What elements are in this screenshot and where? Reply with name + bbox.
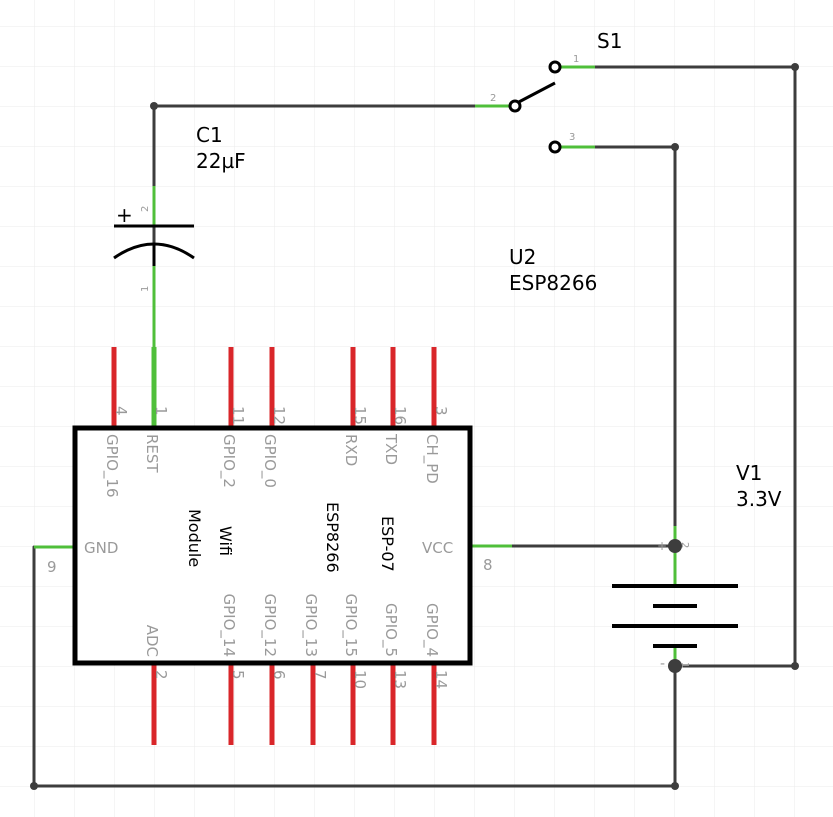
junction-dot: [150, 102, 158, 110]
s1-contact-3: [548, 140, 562, 154]
u2-pin-name-rxd: RXD: [342, 434, 360, 466]
v1-pin1-number: 1: [679, 662, 690, 668]
u2-pin-name-gpio-0: GPIO_0: [260, 434, 279, 488]
c1-value-label: 22µF: [196, 149, 246, 173]
u2-pin-name-gnd: GND: [84, 539, 118, 557]
u2-body-wifi: Wifi: [216, 526, 235, 556]
battery-v1[interactable]: + - 2 1 V1 3.3V: [612, 461, 782, 686]
c1-pin2-number: 2: [140, 206, 151, 212]
capacitor-c1[interactable]: + 2 1 C1 22µF: [113, 123, 246, 347]
s1-contact-1: [548, 60, 562, 74]
u2-pin-name-txd: TXD: [382, 433, 400, 465]
u2-pin-number-10: 10: [351, 670, 369, 689]
u2-pin-name-ch-pd: CH_PD: [422, 434, 441, 484]
junction-dots: [30, 63, 799, 790]
u2-value-label: ESP8266: [509, 271, 597, 295]
u2-pin-name-vcc: VCC: [422, 539, 453, 557]
junction-dot: [30, 782, 38, 790]
u2-pin-name-gpio-16: GPIO_16: [102, 434, 121, 498]
wire-switch-pin1-to-battery-minus[interactable]: [593, 65, 797, 668]
u2-pin-number-16: 16: [391, 406, 409, 425]
u2-body-model: ESP-07: [378, 516, 397, 572]
v1-terminal-minus[interactable]: [668, 659, 682, 673]
u2-pin-number-9: 9: [47, 558, 57, 576]
v1-plus-sign: +: [657, 539, 667, 553]
module-u2[interactable]: U2 ESP8266 4GPIO_161REST11GPIO_212GPIO_0…: [34, 245, 597, 745]
junction-dot: [671, 143, 679, 151]
u2-pin-number-15: 15: [351, 406, 369, 425]
s1-pin1-number: 1: [573, 54, 579, 65]
u2-pin-name-gpio-2: GPIO_2: [219, 434, 238, 488]
u2-pins: [34, 347, 512, 745]
u2-pin-name-adc: ADC: [143, 625, 161, 657]
u2-pin-name-gpio-5: GPIO_5: [381, 603, 400, 657]
u2-pin-number-3: 3: [432, 406, 450, 416]
u2-pin-number-4: 4: [112, 406, 130, 416]
u2-pin-name-gpio-13: GPIO_13: [301, 594, 320, 658]
u2-pin-number-11: 11: [229, 406, 247, 425]
s1-lever: [514, 81, 556, 106]
u2-pin-number-1: 1: [152, 406, 170, 416]
u2-pin-number-14: 14: [432, 670, 450, 689]
u2-pin-number-6: 6: [270, 670, 288, 680]
switch-s1[interactable]: S1 1 2 3: [475, 29, 622, 154]
junction-dot: [791, 63, 799, 71]
u2-pin-name-gpio-12: GPIO_12: [260, 594, 279, 658]
u2-pin-number-8: 8: [483, 556, 493, 574]
u2-body-chip: ESP8266: [323, 502, 342, 573]
c1-pin1-number: 1: [140, 286, 151, 292]
u2-pin-name-gpio-15: GPIO_15: [341, 594, 360, 658]
u2-pin-number-12: 12: [270, 406, 288, 425]
c1-ref-label: C1: [196, 123, 223, 147]
v1-ref-label: V1: [736, 461, 762, 485]
u2-pin-name-rest: REST: [143, 434, 161, 473]
u2-ref-label: U2: [509, 245, 536, 269]
s1-pin2-number: 2: [490, 93, 496, 104]
v1-value-label: 3.3V: [736, 487, 782, 511]
s1-ref-label: S1: [597, 29, 622, 53]
wire-gnd-to-battery-minus[interactable]: [32, 545, 677, 788]
u2-body-module: Module: [185, 509, 204, 567]
c1-plus-sign: +: [116, 203, 133, 227]
junction-dot: [791, 662, 799, 670]
u2-pin-name-gpio-14: GPIO_14: [219, 594, 238, 658]
v1-terminal-plus[interactable]: [668, 539, 682, 553]
junction-dot: [671, 782, 679, 790]
u2-pin-name-gpio-4: GPIO_4: [422, 603, 441, 657]
u2-pin-number-2: 2: [152, 670, 170, 680]
u2-pin-number-13: 13: [391, 670, 409, 689]
v1-pin2-number: 2: [679, 542, 690, 548]
u2-body[interactable]: [72, 425, 473, 666]
v1-minus-sign: -: [660, 656, 665, 672]
s1-pin3-number: 3: [569, 132, 575, 143]
s1-contact-2: [508, 99, 522, 113]
u2-pin-number-7: 7: [311, 670, 329, 680]
u2-pin-number-5: 5: [229, 670, 247, 680]
